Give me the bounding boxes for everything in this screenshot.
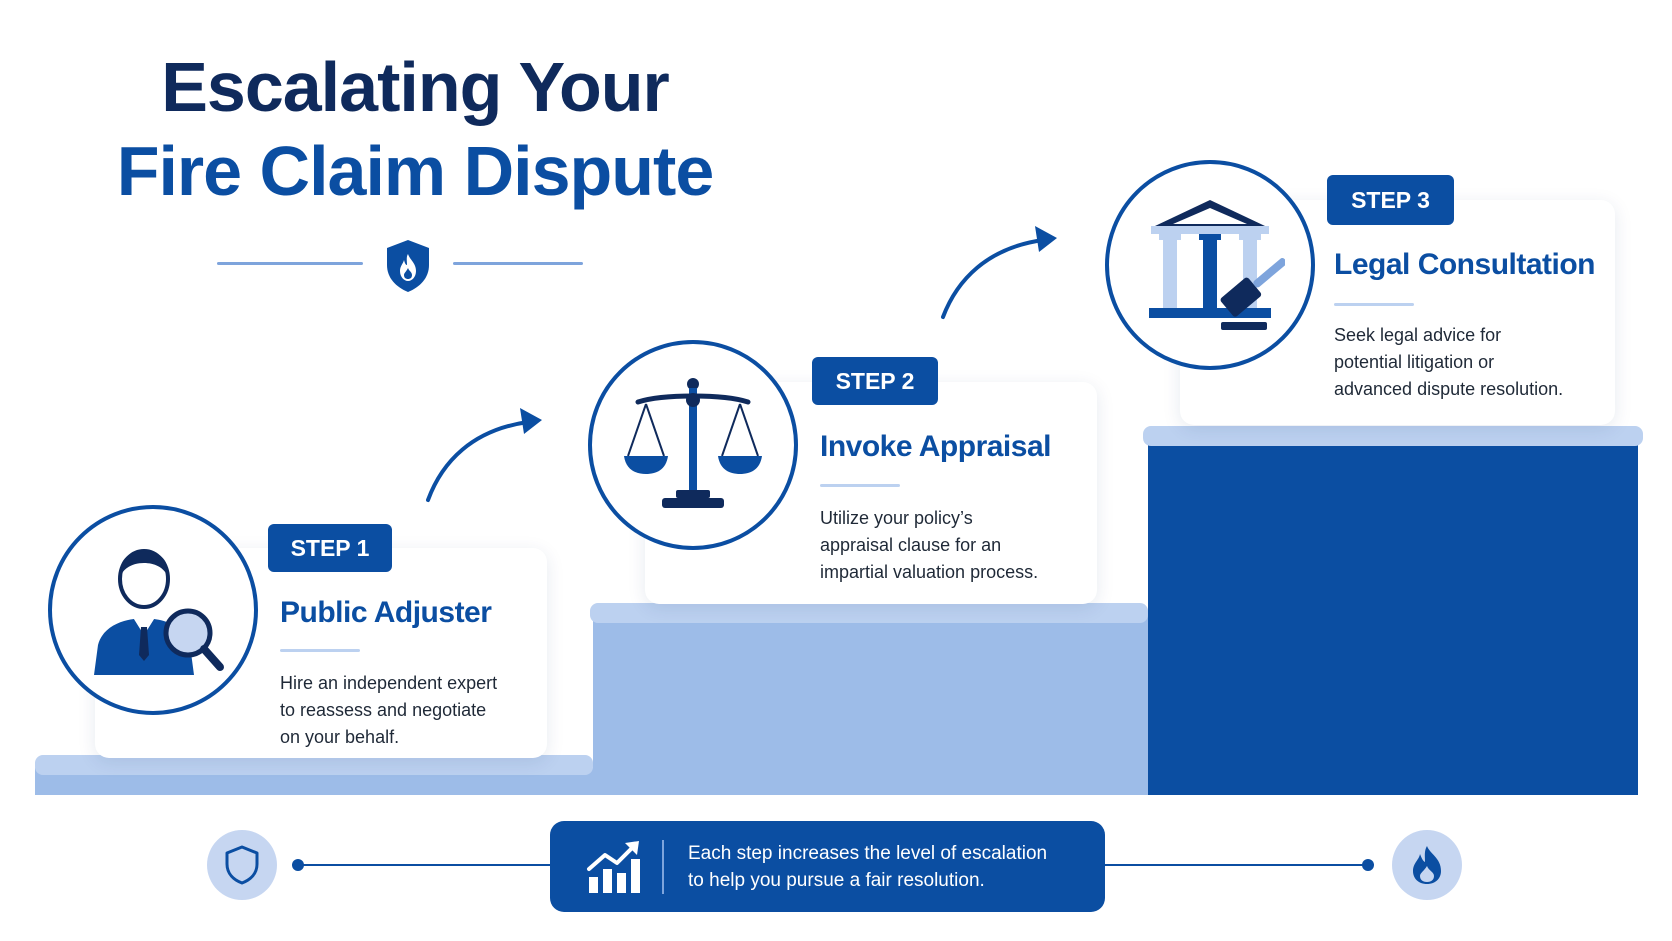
growth-chart-icon (582, 839, 646, 895)
step-3-description-line: Seek legal advice for (1334, 325, 1502, 345)
step-3-description-line: potential litigation or (1334, 352, 1495, 372)
step-3-badge: STEP 3 (1327, 175, 1454, 225)
step-2-title: Invoke Appraisal (820, 430, 1051, 463)
scales-icon (624, 378, 762, 508)
footer-summary-text: Each step increases the level of escalat… (688, 840, 1047, 894)
title-divider-left (217, 262, 363, 265)
step-3-title-underline (1334, 303, 1414, 306)
shield-icon (225, 845, 259, 885)
timeline-line-right (1105, 864, 1367, 866)
step-2-description-line: impartial valuation process. (820, 562, 1039, 582)
step-1-description-line: Hire an independent expert (280, 673, 498, 693)
courthouse-gavel-icon (1149, 200, 1285, 330)
step-1-description: Hire an independent expert to reassess a… (280, 670, 540, 751)
step-1-description-line: to reassess and negotiate (280, 700, 487, 720)
step-1-icon-circle (48, 505, 258, 715)
step-3-title: Legal Consultation (1334, 248, 1596, 281)
shield-flame-icon (383, 238, 433, 294)
step-2-title-underline (820, 484, 900, 487)
step-2-description-line: appraisal clause for an (820, 535, 1002, 555)
footer-summary-bar: Each step increases the level of escalat… (550, 821, 1105, 912)
stair-step-3-top (1143, 426, 1643, 446)
stair-step-1-top (35, 755, 593, 775)
title-divider-right (453, 262, 583, 265)
title-line-2: Fire Claim Dispute (116, 132, 715, 210)
stair-step-3 (1148, 440, 1638, 795)
step-3-description-line: advanced dispute resolution. (1334, 379, 1564, 399)
flame-icon (1413, 846, 1441, 884)
step-3-icon-circle (1105, 160, 1315, 370)
arrow-step-2-to-3 (941, 226, 1057, 319)
adjuster-magnifier-icon (94, 549, 224, 675)
step-1-title-underline (280, 649, 360, 652)
step-1-title: Public Adjuster (280, 596, 492, 629)
timeline-dot-right (1362, 859, 1374, 871)
step-1-badge: STEP 1 (268, 524, 392, 572)
step-2-icon-circle (588, 340, 798, 550)
footer-bar-divider (662, 839, 664, 894)
step-2-badge: STEP 2 (812, 357, 938, 405)
timeline-dot-left (292, 859, 304, 871)
footer-summary-line: to help you pursue a fair resolution. (688, 869, 985, 891)
title-line-1: Escalating Your (161, 48, 670, 126)
step-1-description-line: on your behalf. (280, 727, 400, 747)
stair-step-2 (593, 615, 1148, 795)
footer-flame-bubble (1392, 830, 1462, 900)
step-3-description: Seek legal advice for potential litigati… (1334, 322, 1604, 403)
timeline-line-left (300, 864, 550, 866)
step-2-description-line: Utilize your policy’s (820, 508, 973, 528)
footer-summary-line: Each step increases the level of escalat… (688, 842, 1048, 864)
step-2-description: Utilize your policy’s appraisal clause f… (820, 505, 1090, 586)
footer-shield-bubble (207, 830, 277, 900)
stair-step-2-top (590, 603, 1148, 623)
arrow-step-1-to-2 (426, 408, 542, 502)
